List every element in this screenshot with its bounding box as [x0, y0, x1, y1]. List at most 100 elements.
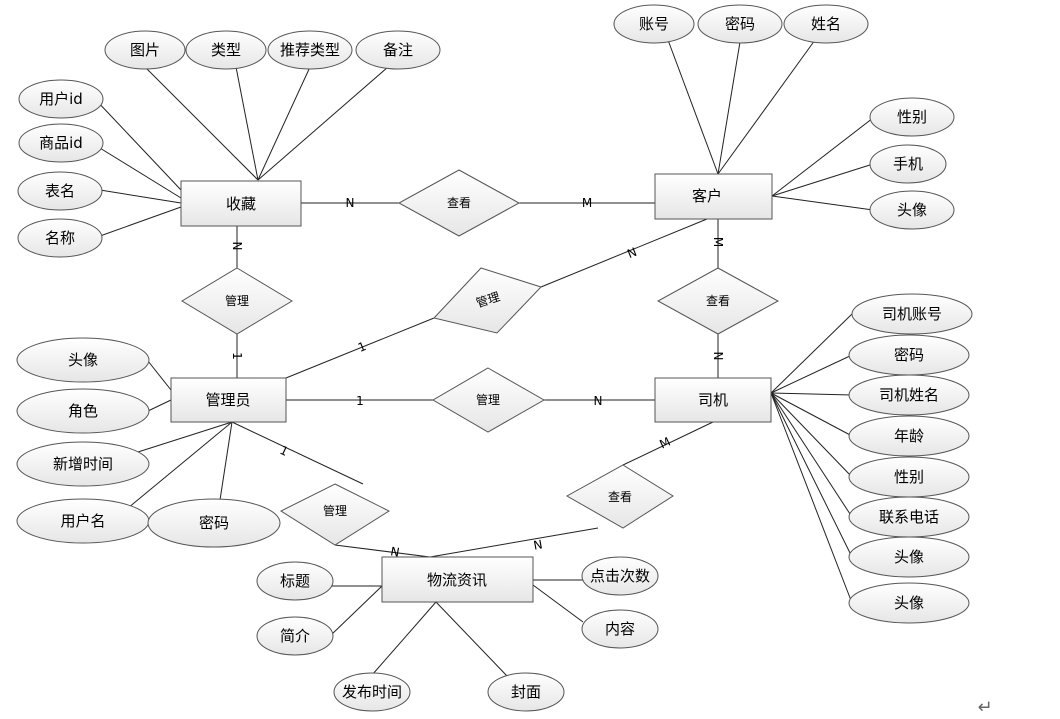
attr-fav-remark-label: 备注 — [383, 41, 413, 59]
entity-customer-label: 客户 — [692, 187, 722, 205]
attr-fav-rec-type: 推荐类型 — [267, 30, 353, 70]
attr-admin-avatar: 头像 — [16, 337, 150, 383]
attr-cust-phone-label: 手机 — [893, 155, 923, 173]
attr-cust-account: 账号 — [613, 4, 695, 44]
entity-customer: 客户 — [654, 173, 773, 220]
attr-logi-clicks: 点击次数 — [581, 556, 659, 596]
attr-driver-password-label: 密码 — [894, 346, 924, 364]
cardinality-admin-driver-1: 1 — [356, 394, 364, 408]
attr-logi-clicks-label: 点击次数 — [590, 567, 650, 585]
attr-driver-name: 司机姓名 — [848, 374, 970, 416]
cardinality-driver-logi-n: N — [532, 537, 543, 552]
attr-logi-content: 内容 — [581, 609, 659, 649]
cardinality-cust-driver-n: N — [711, 352, 725, 361]
attr-driver-account-label: 司机账号 — [882, 305, 942, 323]
attr-fav-type-label: 类型 — [211, 41, 241, 59]
entity-logistics: 物流资讯 — [381, 556, 534, 603]
entity-driver-label: 司机 — [698, 391, 728, 409]
attr-driver-age-label: 年龄 — [894, 427, 924, 445]
attr-cust-password-label: 密码 — [725, 15, 755, 33]
relationship-driver-logi: 查看 — [565, 464, 674, 529]
attr-admin-role: 角色 — [16, 388, 150, 434]
entity-admin: 管理员 — [170, 377, 287, 423]
attr-driver-gender-label: 性别 — [894, 468, 924, 486]
attr-fav-user-id: 用户id — [18, 79, 104, 119]
attr-logi-intro: 简介 — [256, 616, 334, 656]
attr-admin-username-label: 用户名 — [60, 512, 105, 530]
relationship-admin-driver: 管理 — [432, 367, 546, 433]
attr-fav-type: 类型 — [185, 30, 267, 70]
cardinality-fav-admin-1: 1 — [230, 352, 244, 360]
cardinality-admin-cust-1: 1 — [356, 339, 368, 355]
attr-driver-avatar-1: 头像 — [848, 536, 970, 578]
cardinality-fav-cust-m: M — [582, 196, 592, 210]
attr-fav-remark: 备注 — [355, 30, 441, 70]
attr-admin-username: 用户名 — [16, 498, 150, 544]
attr-cust-gender-label: 性别 — [897, 108, 927, 126]
attr-cust-password: 密码 — [697, 4, 783, 44]
attr-admin-added-label: 新增时间 — [53, 455, 113, 473]
attr-admin-password: 密码 — [147, 498, 281, 548]
attr-fav-goods-id-label: 商品id — [39, 134, 83, 152]
attr-admin-avatar-label: 头像 — [68, 351, 98, 369]
attr-driver-name-label: 司机姓名 — [879, 386, 939, 404]
attr-driver-avatar-2-label: 头像 — [894, 594, 924, 612]
relationship-admin-logi-label: 管理 — [323, 503, 347, 518]
attributes: 图片 类型 推荐类型 备注 用户id 商品id 表名 名称 账号 密码 姓名 性… — [16, 4, 973, 712]
attr-driver-gender: 性别 — [848, 456, 970, 498]
relationship-admin-driver-label: 管理 — [476, 392, 500, 407]
attr-fav-name-label: 名称 — [45, 229, 75, 247]
attr-admin-role-label: 角色 — [68, 402, 98, 420]
relationship-cust-driver-label: 查看 — [706, 294, 730, 308]
attr-driver-avatar-2: 头像 — [848, 582, 970, 624]
attr-cust-avatar-label: 头像 — [897, 201, 927, 219]
attr-cust-avatar: 头像 — [869, 190, 955, 230]
attr-logi-cover-label: 封面 — [511, 683, 541, 701]
attr-driver-phone: 联系电话 — [848, 496, 970, 538]
cardinality-labels: N M N 1 1 N M N 1 N 1 N M N — [230, 196, 725, 560]
entity-driver: 司机 — [654, 377, 772, 423]
cardinality-fav-admin-n: N — [230, 242, 244, 251]
connector-lines — [94, 39, 874, 678]
relationship-fav-admin-label: 管理 — [225, 293, 249, 308]
entity-favorite-label: 收藏 — [226, 195, 256, 213]
attr-fav-image-label: 图片 — [130, 41, 160, 59]
attr-cust-account-label: 账号 — [639, 15, 669, 33]
relationship-admin-cust: 管理 — [433, 267, 542, 334]
attr-cust-name: 姓名 — [783, 4, 869, 44]
cardinality-admin-driver-n: N — [594, 394, 603, 408]
attr-fav-goods-id: 商品id — [18, 123, 104, 163]
attr-admin-password-label: 密码 — [199, 514, 229, 532]
relationship-driver-logi-label: 查看 — [608, 490, 632, 504]
entity-admin-label: 管理员 — [205, 391, 250, 409]
cardinality-admin-logi-n: N — [389, 544, 400, 559]
paragraph-mark: ↵ — [977, 697, 992, 718]
cardinality-cust-driver-m: M — [711, 237, 725, 247]
cardinality-driver-logi-m: M — [657, 434, 672, 451]
entity-favorite: 收藏 — [180, 180, 302, 227]
attr-cust-phone: 手机 — [869, 144, 947, 184]
relationship-fav-admin: 管理 — [181, 267, 293, 335]
attr-cust-gender: 性别 — [869, 97, 955, 137]
attr-logi-publish-label: 发布时间 — [342, 683, 402, 701]
attr-driver-avatar-1-label: 头像 — [894, 548, 924, 566]
relationship-admin-cust-label: 管理 — [474, 289, 501, 311]
attr-fav-name: 名称 — [17, 218, 103, 258]
attr-driver-account: 司机账号 — [851, 293, 973, 335]
attr-fav-table: 表名 — [17, 171, 103, 211]
attr-driver-phone-label: 联系电话 — [879, 508, 939, 526]
attr-logi-cover: 封面 — [487, 672, 565, 712]
relationship-admin-logi: 管理 — [279, 483, 391, 546]
attr-logi-intro-label: 简介 — [280, 627, 310, 645]
relationship-fav-cust: 查看 — [397, 169, 521, 237]
attr-fav-table-label: 表名 — [45, 182, 75, 200]
attr-fav-rec-type-label: 推荐类型 — [280, 41, 340, 59]
attr-driver-age: 年龄 — [848, 415, 970, 457]
attr-logi-content-label: 内容 — [605, 620, 635, 638]
attr-logi-publish: 发布时间 — [333, 672, 411, 712]
cardinality-fav-cust-n: N — [346, 196, 355, 210]
attr-fav-image: 图片 — [104, 30, 186, 70]
attr-driver-password: 密码 — [848, 334, 970, 376]
attr-admin-added: 新增时间 — [16, 441, 150, 487]
